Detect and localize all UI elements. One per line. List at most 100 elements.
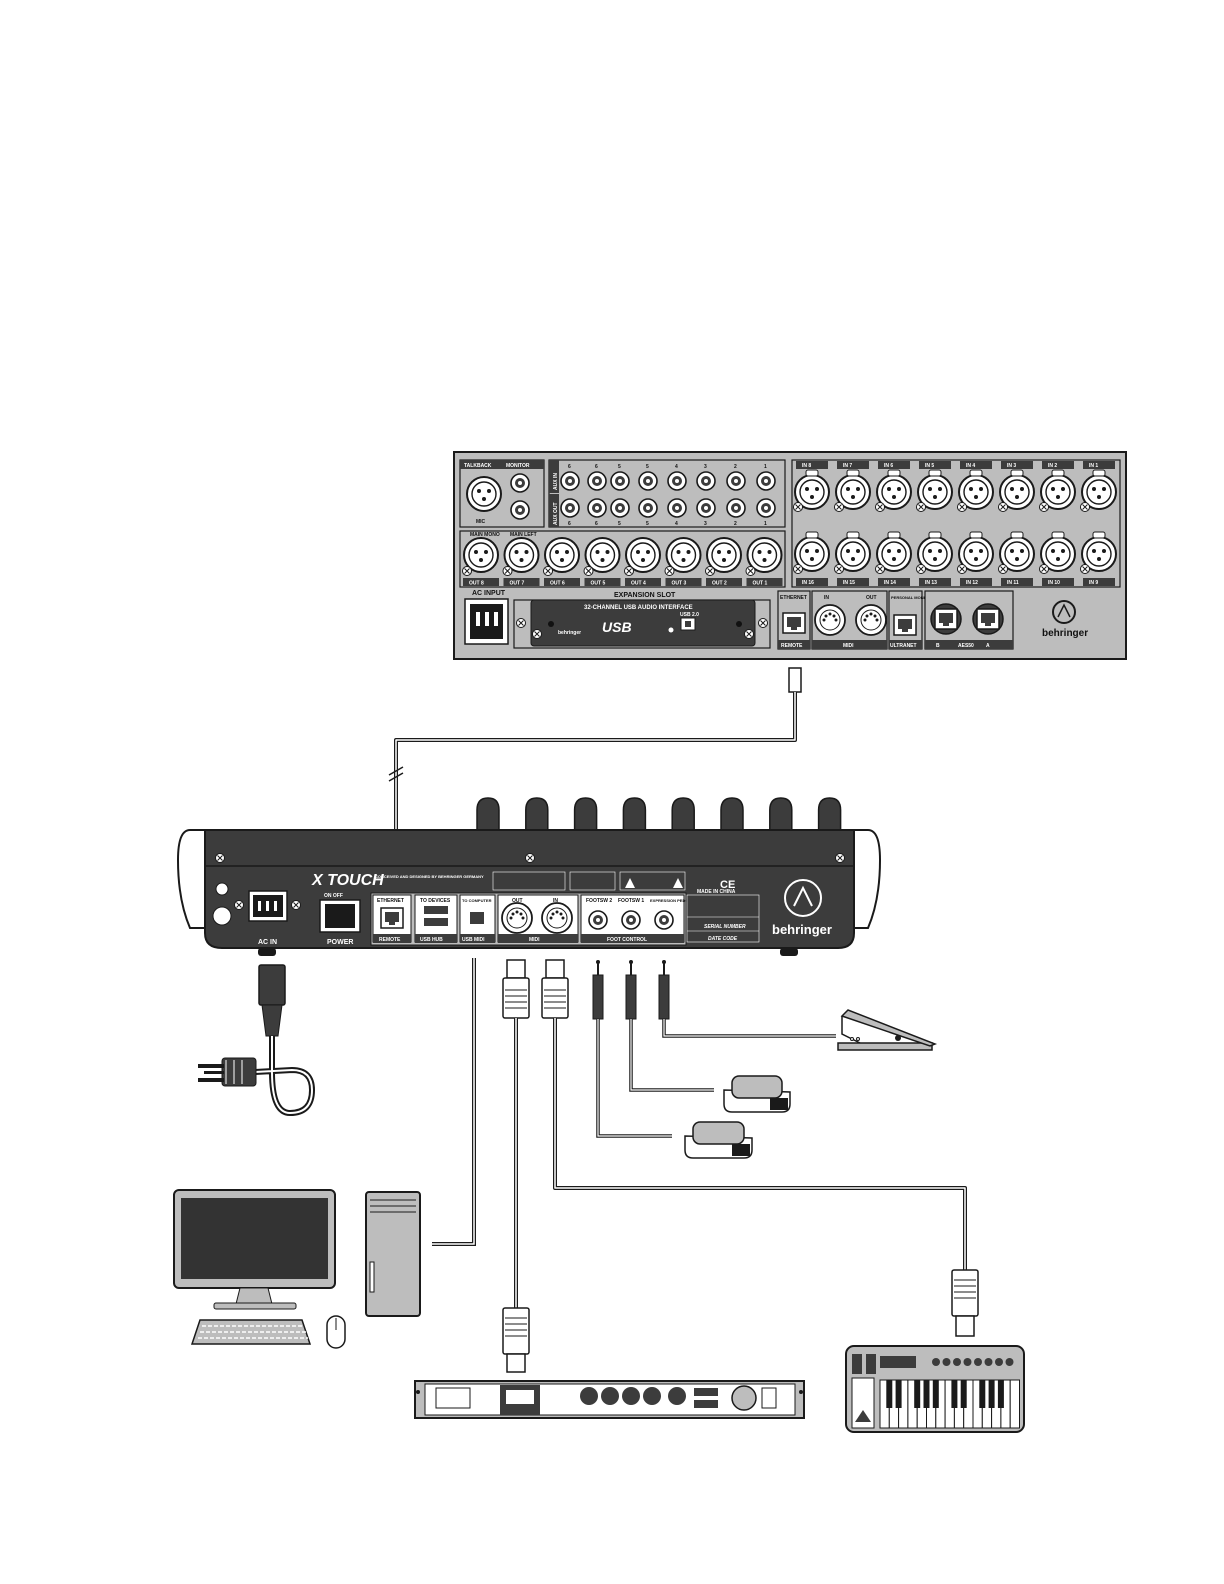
- controller-midi-in-port: [541, 902, 573, 934]
- input-label: IN 15: [843, 580, 855, 586]
- footsw2-label: FOOTSW 2: [586, 898, 612, 904]
- white-key: [1009, 1379, 1021, 1429]
- aux-out-jack: [610, 498, 630, 518]
- aux-out-number: 6: [595, 521, 598, 527]
- foot-control-label: FOOT CONTROL: [607, 937, 647, 943]
- aes50-a-port: [976, 608, 1000, 630]
- controller-midi: OUT IN MIDI: [497, 894, 579, 943]
- mixer-brand: behringer: [1042, 600, 1088, 639]
- mixer-brand-label: behringer: [1042, 628, 1088, 639]
- input-latch-icon: [875, 502, 885, 512]
- card-screw-inner-left: [532, 629, 542, 639]
- expression-label: EXPRESSION PEDAL: [650, 898, 691, 903]
- output-latch-icon: [583, 566, 594, 576]
- aux-out-number: 2: [734, 521, 737, 527]
- input-label: IN 11: [1007, 580, 1019, 586]
- keyboard-knob: [1005, 1358, 1014, 1366]
- aux-in-jack: [756, 471, 776, 491]
- mixer-midi-section: IN OUT MIDI: [811, 590, 888, 650]
- remote-section: ETHERNET REMOTE: [777, 590, 811, 650]
- input-label: IN 6: [884, 463, 893, 469]
- aux-in-number: 1: [764, 464, 767, 470]
- input-latch-icon: [1039, 564, 1049, 574]
- talkback-monitor-section: TALKBACK MONITOR MIC: [459, 459, 545, 528]
- on-off-label: ON OFF: [324, 893, 343, 899]
- input-label: IN 14: [884, 580, 896, 586]
- mixer-midi-out-label: OUT: [866, 595, 877, 601]
- aux-in-jack: [696, 471, 716, 491]
- input-label: IN 16: [802, 580, 814, 586]
- controller-usb-hub: TO DEVICES USB HUB: [414, 894, 458, 943]
- mixer-remote-label: REMOTE: [781, 643, 803, 649]
- output-label: OUT 2: [712, 581, 727, 587]
- aux-out-jack: [638, 498, 658, 518]
- controller-screw-2: [525, 853, 535, 863]
- card-brand: behringer: [558, 630, 581, 636]
- main-mono-label: MAIN MONO: [470, 532, 500, 538]
- controller-midi-out-port: [501, 902, 533, 934]
- ac-input-section: AC INPUT: [464, 590, 509, 645]
- controller-brand-label: behringer: [772, 922, 832, 937]
- output-latch-icon: [543, 566, 553, 576]
- black-key: [886, 1380, 893, 1408]
- midi-keyboard-icon: [845, 1345, 1025, 1433]
- black-key: [979, 1380, 986, 1408]
- power-label: POWER: [327, 939, 353, 946]
- input-latch-icon: [957, 502, 967, 512]
- power-switch[interactable]: [325, 904, 355, 928]
- keyboard-knob: [942, 1358, 951, 1366]
- keyboard-knob: [984, 1358, 993, 1366]
- input-label: IN 5: [925, 463, 934, 469]
- controller-remote: ETHERNET REMOTE: [372, 894, 412, 943]
- controller-remote-label: REMOTE: [379, 937, 401, 943]
- input-label: IN 8: [802, 463, 811, 469]
- mixer-ethernet-label: ETHERNET: [780, 595, 807, 601]
- input-label: IN 12: [966, 580, 978, 586]
- controller-power: ON OFF POWER: [319, 893, 361, 946]
- output-latch-icon: [664, 566, 675, 576]
- input-latch-icon: [1039, 502, 1049, 512]
- controller-foot-control: FOOTSW 2 FOOTSW 1 EXPRESSION PEDAL FOOT …: [580, 894, 691, 943]
- personal-monitoring-label: PERSONAL MONITORING: [891, 595, 940, 600]
- footswitch-cables: [592, 960, 836, 1138]
- aes50-section: B AES50 A: [924, 590, 1014, 650]
- input-latch-icon: [916, 564, 926, 574]
- output-label: OUT 8: [469, 581, 484, 587]
- main-left-label: MAIN LEFT: [510, 532, 537, 538]
- midi-cables: [502, 959, 979, 1373]
- date-code-label: DATE CODE: [708, 936, 738, 942]
- black-key: [997, 1380, 1004, 1408]
- aux-in-number: 6: [568, 464, 571, 470]
- aux-in-number: 6: [595, 464, 598, 470]
- aux-in-number: 4: [675, 464, 678, 470]
- aux-out-number: 6: [568, 521, 571, 527]
- expansion-slot-label: EXPANSION SLOT: [614, 592, 676, 599]
- aux-in-number: 2: [734, 464, 737, 470]
- mixer-midi-in-label: IN: [824, 595, 829, 601]
- computer-tower-icon: [365, 1191, 421, 1317]
- input-label: IN 7: [843, 463, 852, 469]
- output-label: OUT 5: [591, 581, 606, 587]
- input-latch-icon: [916, 502, 926, 512]
- black-key: [951, 1380, 958, 1408]
- controller-ethernet-port: [380, 907, 404, 929]
- card-screw-inner-right: [744, 629, 754, 639]
- controller-midi-in-label: IN: [553, 898, 558, 904]
- input-latch-icon: [998, 502, 1008, 512]
- output-latch-icon: [462, 566, 472, 576]
- output-label: OUT 4: [631, 581, 646, 587]
- aux-out-jack: [756, 498, 776, 518]
- input-latch-icon: [998, 564, 1008, 574]
- aux-out-number: 1: [764, 521, 767, 527]
- made-in-label: MADE IN CHINA: [697, 889, 736, 895]
